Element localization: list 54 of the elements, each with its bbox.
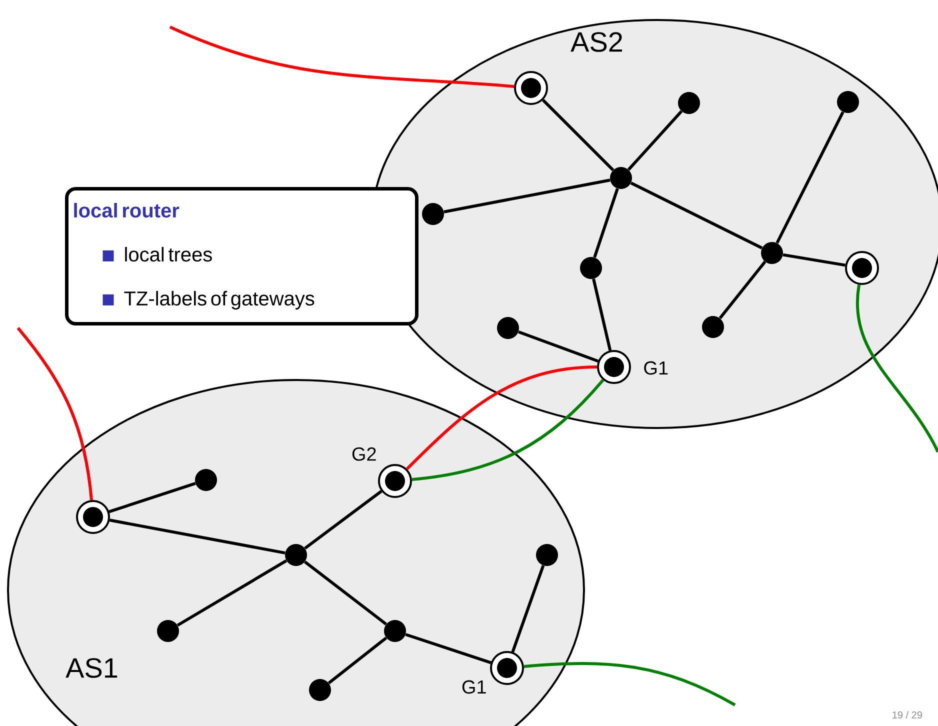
router-dot bbox=[580, 257, 602, 279]
router-dot bbox=[195, 468, 217, 491]
domain-label: AS1 bbox=[66, 658, 118, 678]
gateway-router bbox=[514, 71, 548, 105]
list-item: local trees bbox=[125, 246, 212, 262]
router-dot bbox=[384, 620, 406, 642]
link-line bbox=[412, 379, 604, 481]
router-dot bbox=[309, 678, 331, 701]
gateway-router bbox=[378, 464, 412, 498]
link-line bbox=[304, 490, 382, 550]
link-line bbox=[592, 278, 612, 351]
link-line bbox=[176, 559, 288, 627]
router-dot bbox=[837, 91, 859, 113]
link-line bbox=[109, 518, 286, 554]
link-line bbox=[630, 182, 763, 250]
link-line bbox=[782, 253, 846, 267]
router-dot bbox=[702, 316, 724, 338]
page-number: 19 / 29 bbox=[892, 711, 922, 718]
link-line bbox=[627, 110, 683, 171]
domain-label: AS2 bbox=[570, 32, 622, 52]
router-dot bbox=[610, 167, 632, 189]
link-line bbox=[16, 327, 94, 500]
gateway-label: G1 bbox=[644, 361, 668, 375]
link-line bbox=[776, 111, 844, 244]
gateway-router bbox=[490, 650, 524, 685]
router-dot bbox=[761, 242, 783, 264]
router-dot bbox=[497, 317, 519, 339]
router-dot bbox=[536, 544, 558, 566]
router-dot bbox=[422, 203, 444, 225]
gateway-router bbox=[597, 350, 631, 384]
link-line bbox=[169, 26, 514, 88]
link-line bbox=[542, 98, 614, 172]
link-line bbox=[406, 365, 598, 470]
link-line bbox=[718, 260, 766, 320]
link-line bbox=[405, 633, 492, 664]
link-line bbox=[304, 560, 388, 626]
router-dot bbox=[285, 544, 307, 566]
callout-box bbox=[65, 187, 418, 326]
router-dot bbox=[678, 92, 700, 114]
link-line bbox=[511, 565, 545, 652]
link-line bbox=[856, 284, 938, 453]
router-dot bbox=[157, 620, 179, 642]
gateway-label: G2 bbox=[352, 447, 376, 461]
gateway-router bbox=[845, 251, 879, 285]
link-line bbox=[444, 178, 610, 214]
gateway-label: G1 bbox=[462, 680, 486, 694]
box-heading: local router bbox=[74, 202, 180, 218]
list-item: TZ-labels of gateways bbox=[124, 290, 314, 310]
link-line bbox=[593, 188, 619, 258]
link-line bbox=[524, 662, 736, 706]
link-line bbox=[328, 636, 388, 684]
link-line bbox=[518, 330, 599, 363]
link-line bbox=[108, 482, 196, 514]
gateway-router bbox=[76, 500, 110, 534]
